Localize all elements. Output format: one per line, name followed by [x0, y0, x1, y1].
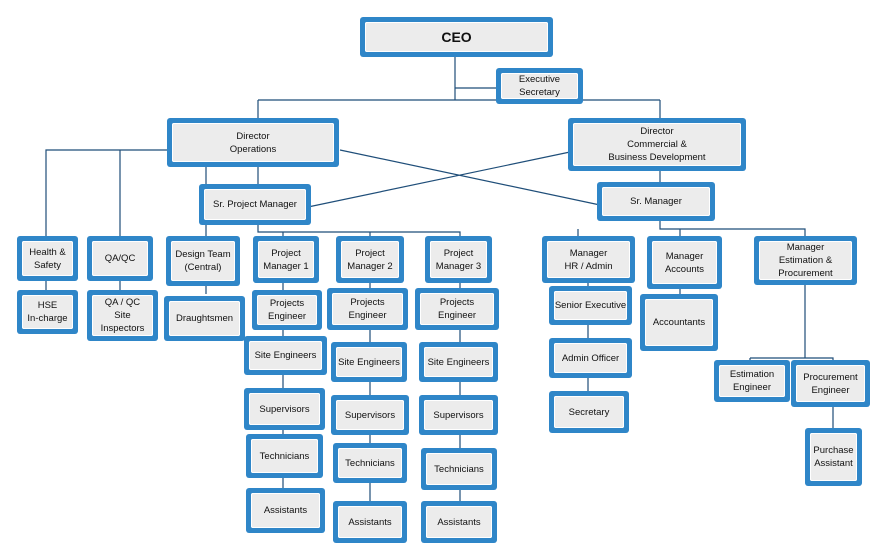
- box-pm1-se: Site Engineers: [244, 336, 327, 375]
- box-label: Technicians: [426, 453, 492, 485]
- box-exec-secretary: Executive Secretary: [496, 68, 583, 104]
- box-label: Technicians: [338, 448, 402, 478]
- box-admin-officer: Admin Officer: [549, 338, 632, 378]
- box-sr-mgr: Sr. Manager: [597, 182, 715, 221]
- box-label: Purchase Assistant: [810, 433, 857, 481]
- box-pm2-pe: Projects Engineer: [327, 288, 408, 330]
- box-pm1-asst: Assistants: [246, 488, 325, 533]
- box-draughtsmen: Draughtsmen: [164, 296, 245, 341]
- box-pm3-tech: Technicians: [421, 448, 497, 490]
- box-mgr-acc: Manager Accounts: [647, 236, 722, 289]
- box-ceo: CEO: [360, 17, 553, 57]
- box-proc-eng: Procurement Engineer: [791, 360, 870, 407]
- box-pm2: Project Manager 2: [336, 236, 404, 283]
- box-label: Senior Executive: [554, 291, 627, 320]
- box-label: Manager HR / Admin: [547, 241, 630, 278]
- box-label: QA / QC Site Inspectors: [92, 295, 153, 336]
- box-sr-pm: Sr. Project Manager: [199, 184, 311, 225]
- box-pm3-pe: Projects Engineer: [415, 288, 499, 330]
- box-pm3-asst: Assistants: [421, 501, 497, 543]
- box-mgr-hr: Manager HR / Admin: [542, 236, 635, 283]
- box-label: Site Engineers: [336, 347, 402, 377]
- box-hse: HSE In-charge: [17, 290, 78, 334]
- box-dir-ops: Director Operations: [167, 118, 339, 167]
- box-label: Procurement Engineer: [796, 365, 865, 402]
- box-label: Supervisors: [249, 393, 320, 425]
- box-pm1-pe: Projects Engineer: [252, 290, 322, 330]
- box-dir-com: Director Commercial & Business Developme…: [568, 118, 746, 171]
- box-label: Executive Secretary: [501, 73, 578, 99]
- box-label: CEO: [365, 22, 548, 52]
- box-pm3-se: Site Engineers: [419, 342, 498, 382]
- box-qaqc-site: QA / QC Site Inspectors: [87, 290, 158, 341]
- box-health-safety: Health & Safety: [17, 236, 78, 281]
- box-est-eng: Estimation Engineer: [714, 360, 790, 402]
- box-label: Projects Engineer: [420, 293, 494, 325]
- box-label: Director Commercial & Business Developme…: [573, 123, 741, 166]
- box-pm2-asst: Assistants: [333, 501, 407, 543]
- box-label: Manager Estimation & Procurement: [759, 241, 852, 280]
- box-label: Draughtsmen: [169, 301, 240, 336]
- box-label: Project Manager 3: [430, 241, 487, 278]
- box-pm2-tech: Technicians: [333, 443, 407, 483]
- box-pm1-tech: Technicians: [246, 434, 323, 478]
- box-label: Supervisors: [424, 400, 493, 430]
- box-label: Assistants: [251, 493, 320, 528]
- box-label: Health & Safety: [22, 241, 73, 276]
- box-label: Estimation Engineer: [719, 365, 785, 397]
- box-label: Projects Engineer: [257, 295, 317, 325]
- box-secretary: Secretary: [549, 391, 629, 433]
- box-pm3-sup: Supervisors: [419, 395, 498, 435]
- box-pm2-sup: Supervisors: [331, 395, 409, 435]
- box-label: Accountants: [645, 299, 713, 346]
- box-label: Site Engineers: [249, 341, 322, 370]
- box-label: Admin Officer: [554, 343, 627, 373]
- box-pm2-se: Site Engineers: [331, 342, 407, 382]
- box-label: Sr. Manager: [602, 187, 710, 216]
- box-qaqc: QA/QC: [87, 236, 153, 281]
- box-label: Assistants: [426, 506, 492, 538]
- box-design-team: Design Team (Central): [166, 236, 240, 286]
- box-label: Assistants: [338, 506, 402, 538]
- box-pm1: Project Manager 1: [253, 236, 319, 283]
- box-mgr-est: Manager Estimation & Procurement: [754, 236, 857, 285]
- box-label: Projects Engineer: [332, 293, 403, 325]
- box-label: Director Operations: [172, 123, 334, 162]
- box-label: Design Team (Central): [171, 241, 235, 281]
- box-accountants: Accountants: [640, 294, 718, 351]
- box-label: QA/QC: [92, 241, 148, 276]
- box-label: HSE In-charge: [22, 295, 73, 329]
- box-label: Secretary: [554, 396, 624, 428]
- box-pm1-sup: Supervisors: [244, 388, 325, 430]
- box-label: Site Engineers: [424, 347, 493, 377]
- box-pm3: Project Manager 3: [425, 236, 492, 283]
- box-label: Supervisors: [336, 400, 404, 430]
- box-label: Project Manager 1: [258, 241, 314, 278]
- box-label: Sr. Project Manager: [204, 189, 306, 220]
- box-label: Manager Accounts: [652, 241, 717, 284]
- box-purchase-asst: Purchase Assistant: [805, 428, 862, 486]
- box-label: Technicians: [251, 439, 318, 473]
- box-senior-exec: Senior Executive: [549, 286, 632, 325]
- box-label: Project Manager 2: [341, 241, 399, 278]
